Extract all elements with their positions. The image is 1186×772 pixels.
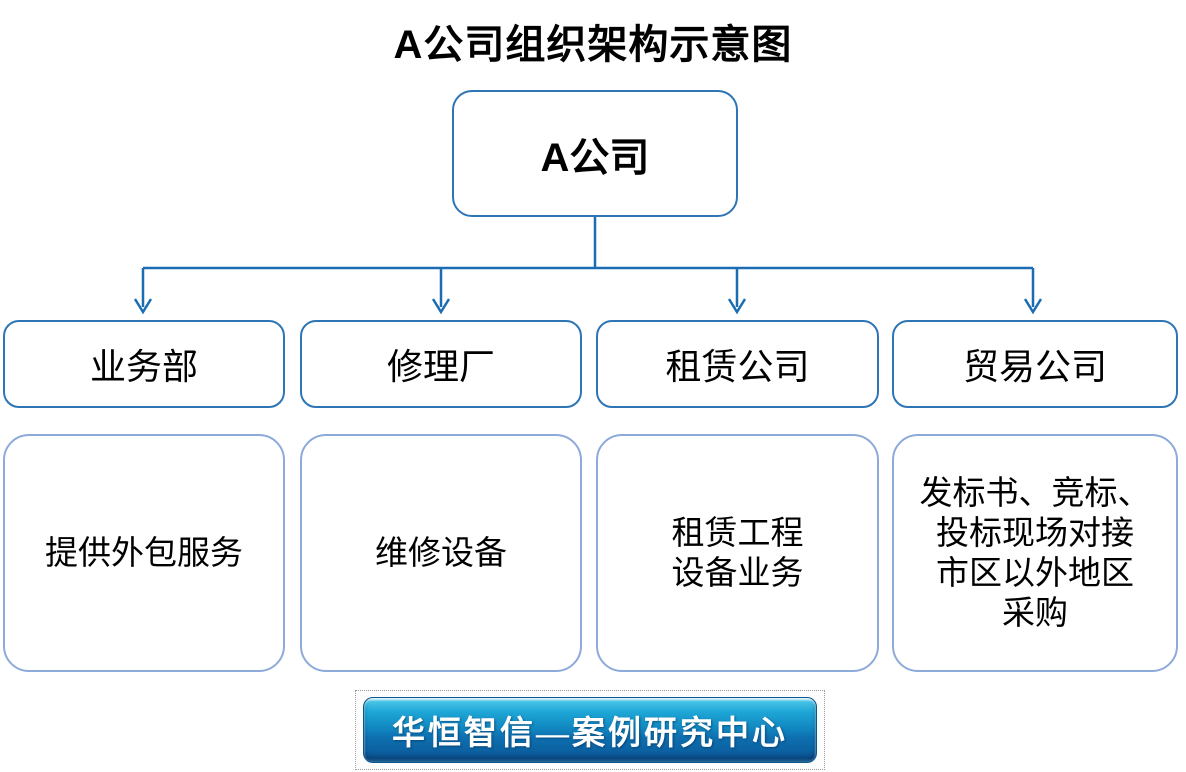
arrowhead-icon [431, 298, 451, 315]
dept-node-label: 业务部 [89, 346, 198, 387]
footer-banner-selection: 华恒智信—案例研究中心 [355, 690, 825, 770]
dept-node-label: 租赁公司 [665, 346, 810, 387]
root-node-label: A公司 [540, 135, 650, 180]
footer-banner-label: 华恒智信—案例研究中心 [392, 716, 788, 752]
arrowhead-icon [1023, 298, 1043, 315]
desc-node-trading: 发标书、竞标、 投标现场对接 市区以外地区 采购 [892, 434, 1178, 672]
desc-node-business: 提供外包服务 [3, 434, 285, 672]
dept-node-label: 修理厂 [386, 346, 495, 387]
desc-node-leasing: 租赁工程 设备业务 [596, 434, 879, 672]
arrowhead-icon [133, 298, 153, 315]
footer-banner-button[interactable]: 华恒智信—案例研究中心 [363, 697, 817, 763]
dept-node-leasing: 租赁公司 [596, 320, 879, 408]
desc-node-repair: 维修设备 [300, 434, 582, 672]
desc-node-text: 维修设备 [375, 533, 507, 571]
chart-title: A公司组织架构示意图 [393, 23, 793, 67]
dept-node-label: 贸易公司 [962, 346, 1107, 387]
dept-node-repair: 修理厂 [300, 320, 582, 408]
arrowhead-icon [727, 298, 747, 315]
dept-node-trading: 贸易公司 [892, 320, 1178, 408]
dept-node-business: 业务部 [3, 320, 285, 408]
desc-node-text: 提供外包服务 [45, 533, 243, 571]
desc-node-text: 发标书、竞标、 投标现场对接 市区以外地区 采购 [919, 473, 1151, 632]
desc-node-text: 租赁工程 设备业务 [671, 513, 804, 591]
root-node: A公司 [452, 90, 738, 217]
